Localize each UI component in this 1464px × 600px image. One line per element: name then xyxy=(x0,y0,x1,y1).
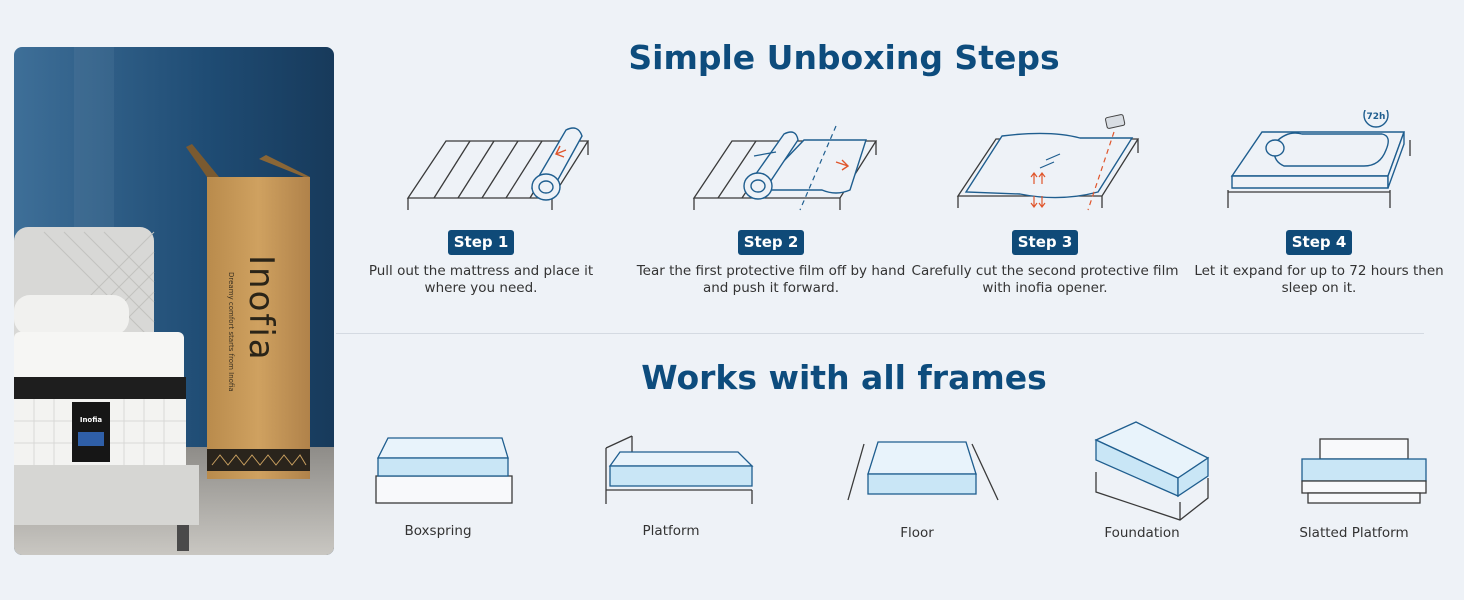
step-2: Step 2 Tear the first protective film of… xyxy=(636,110,906,297)
foundation-icon xyxy=(1094,421,1210,521)
frame-label-boxspring: Boxspring xyxy=(404,523,472,539)
step-1: Step 1 Pull out the mattress and place i… xyxy=(346,110,616,297)
step-4-description: Let it expand for up to 72 hours then sl… xyxy=(1194,263,1444,296)
step-3-description: Carefully cut the second protective film… xyxy=(911,263,1179,296)
cut-film-icon xyxy=(956,114,1140,211)
boxspring-icon xyxy=(375,437,513,504)
tear-film-icon xyxy=(692,125,878,211)
box-brand-text: Inofia xyxy=(241,255,281,362)
step-4-badge: Step 4 xyxy=(1286,230,1352,255)
frame-label-floor: Floor xyxy=(900,525,934,541)
slatted-platform-icon xyxy=(1301,438,1427,504)
step-2-badge: Step 2 xyxy=(738,230,804,255)
step-3: Step 3 Carefully cut the second protecti… xyxy=(910,110,1180,297)
floor-icon xyxy=(847,441,999,501)
unboxing-title: Simple Unboxing Steps xyxy=(628,38,1060,77)
section-divider xyxy=(336,333,1424,334)
platform-icon xyxy=(605,435,754,504)
bedroom-scene-image xyxy=(14,47,334,555)
frame-label-foundation: Foundation xyxy=(1104,525,1180,541)
expand-mattress-icon: 72h xyxy=(1227,110,1411,208)
timer-text: 72h xyxy=(1367,112,1386,122)
step-2-description: Tear the first protective film off by ha… xyxy=(636,263,906,296)
mattress-label-brand: Inofia xyxy=(79,416,103,424)
box-slogan-text: Dreamy comfort starts from Inofia xyxy=(227,272,235,392)
step-4: 72h Step 4 Let it expand for up to 72 ho… xyxy=(1184,110,1454,297)
frame-label-platform: Platform xyxy=(642,523,700,539)
pull-out-mattress-icon xyxy=(406,127,590,210)
frames-title: Works with all frames xyxy=(641,358,1047,397)
product-photo xyxy=(14,47,334,555)
step-1-description: Pull out the mattress and place it where… xyxy=(368,263,594,296)
step-1-badge: Step 1 xyxy=(448,230,514,255)
step-3-badge: Step 3 xyxy=(1012,230,1078,255)
frame-label-slatted-platform: Slatted Platform xyxy=(1299,525,1409,541)
